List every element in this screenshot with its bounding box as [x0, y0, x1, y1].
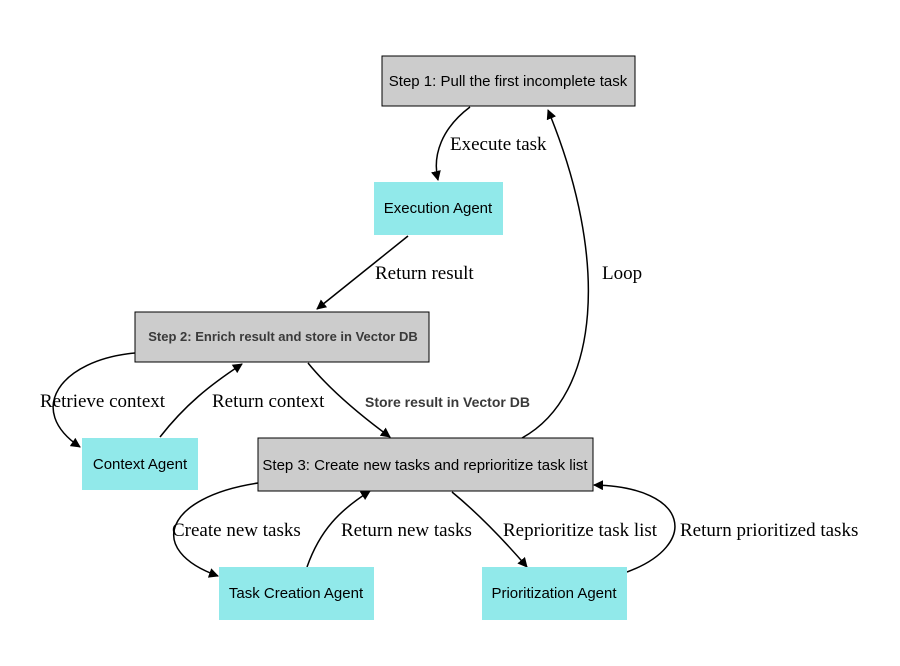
- context-agent-label: Context Agent: [93, 456, 188, 473]
- label-return-result: Return result: [375, 263, 474, 284]
- label-return-new-tasks: Return new tasks: [341, 520, 472, 541]
- edge-return-result: [316, 235, 409, 310]
- step-2-label: Step 2: Enrich result and store in Vecto…: [148, 329, 417, 344]
- node-step-2: Step 2: Enrich result and store in Vecto…: [134, 311, 430, 363]
- node-task-creation-agent: Task Creation Agent: [219, 567, 374, 620]
- node-step-1: Step 1: Pull the first incomplete task: [381, 55, 636, 107]
- edge-loop: [521, 109, 590, 439]
- node-prioritization-agent: Prioritization Agent: [482, 567, 627, 620]
- edge-execute-task: [431, 106, 471, 181]
- step-3-label: Step 3: Create new tasks and reprioritiz…: [262, 457, 588, 474]
- edge-return-new-tasks: [306, 490, 371, 568]
- label-return-context: Return context: [212, 391, 325, 412]
- edge-retrieve-context: [52, 352, 136, 448]
- context-agent-box: [82, 438, 198, 490]
- edge-store-result: [307, 362, 391, 438]
- execution-agent-box: [374, 182, 503, 235]
- step-1-label: Step 1: Pull the first incomplete task: [389, 73, 628, 90]
- label-store-result: Store result in Vector DB: [365, 394, 530, 410]
- nodes: Step 1: Pull the first incomplete task E…: [82, 55, 636, 620]
- execution-agent-label: Execution Agent: [384, 200, 493, 217]
- label-return-prioritized-tasks: Return prioritized tasks: [680, 520, 858, 541]
- node-context-agent: Context Agent: [82, 438, 198, 490]
- prioritization-agent-label: Prioritization Agent: [491, 585, 617, 602]
- edge-reprioritize-task-list: [451, 491, 528, 568]
- edge-create-new-tasks: [173, 482, 259, 578]
- label-loop: Loop: [602, 263, 642, 284]
- step-1-box: [381, 55, 636, 107]
- node-execution-agent: Execution Agent: [374, 182, 503, 235]
- edge-return-context: [159, 363, 243, 438]
- edge-labels: Execute task Return result Loop Retrieve…: [40, 134, 858, 541]
- task-creation-agent-box: [219, 567, 374, 620]
- label-retrieve-context: Retrieve context: [40, 391, 166, 412]
- task-creation-agent-label: Task Creation Agent: [229, 585, 364, 602]
- edge-return-prioritized-tasks: [593, 480, 676, 573]
- label-create-new-tasks: Create new tasks: [172, 520, 301, 541]
- edges: [52, 106, 676, 578]
- node-step-3: Step 3: Create new tasks and reprioritiz…: [257, 437, 594, 492]
- label-reprioritize-task-list: Reprioritize task list: [503, 520, 658, 541]
- step-3-box: [257, 437, 594, 492]
- step-2-box: [134, 311, 430, 363]
- prioritization-agent-box: [482, 567, 627, 620]
- label-execute-task: Execute task: [450, 134, 547, 155]
